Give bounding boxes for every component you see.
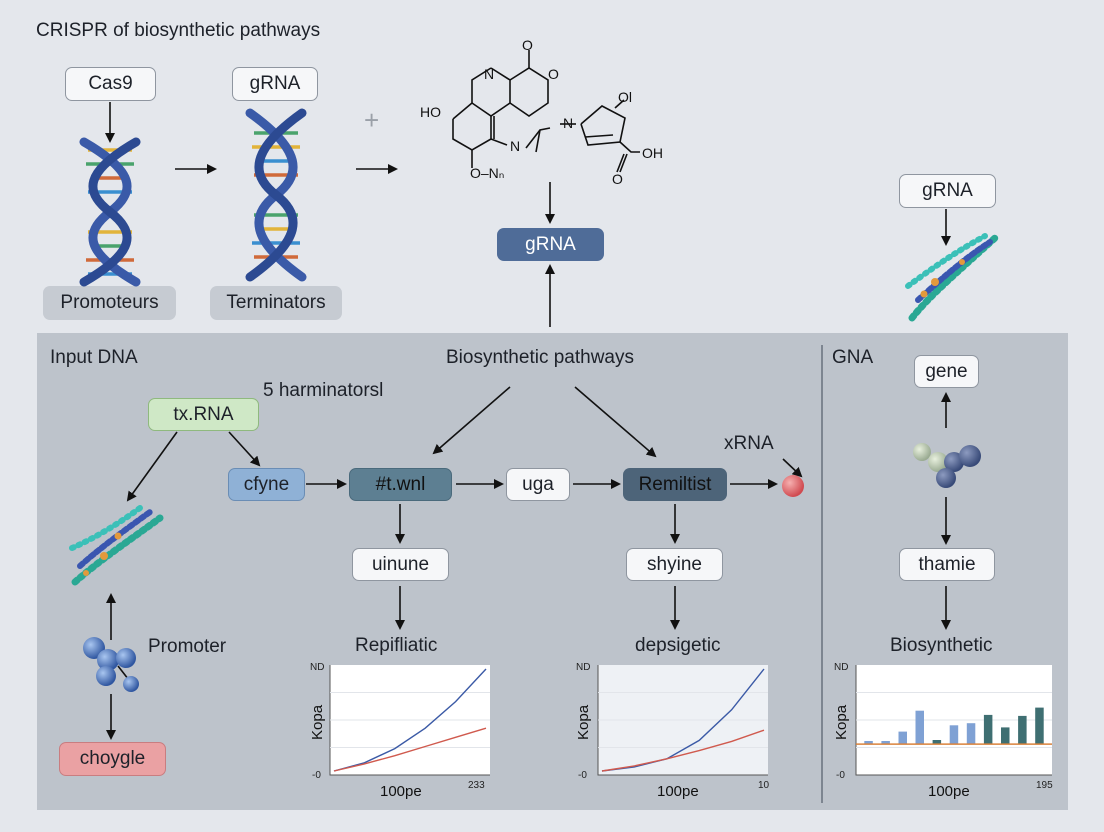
chart1-ytick-top: ND bbox=[576, 662, 590, 673]
chart1-axes bbox=[597, 665, 768, 776]
remiltist-box: Remiltist bbox=[623, 468, 727, 501]
atom-n2: N bbox=[510, 138, 520, 154]
arrow-xrna-sphere bbox=[782, 458, 803, 478]
rna-strand-right-icon bbox=[905, 233, 999, 322]
rna-strand-left-icon bbox=[69, 505, 164, 586]
molecule-structure-icon bbox=[452, 50, 640, 173]
twnl-box: #t.wnl bbox=[349, 468, 452, 501]
atom-n3: N bbox=[563, 115, 573, 131]
thamie-box: thamie bbox=[899, 548, 995, 581]
cas9-box: Cas9 bbox=[65, 67, 156, 101]
chart0-series-0-line bbox=[333, 668, 487, 772]
protein-cluster-icon bbox=[83, 637, 139, 692]
chart2-ylabel: Kopa bbox=[833, 704, 850, 740]
atom-o-bot: O bbox=[612, 171, 623, 187]
uinune-box: uinune bbox=[352, 548, 449, 581]
harminators-label: 5 harminatorsl bbox=[263, 380, 384, 401]
depsigetic-label: depsigetic bbox=[635, 635, 721, 656]
chart2-bar-5 bbox=[949, 725, 959, 745]
molecule-spheres-icon bbox=[913, 443, 981, 488]
chart2-bar-3 bbox=[915, 710, 924, 745]
arrow-txrna-dna bbox=[126, 431, 178, 502]
promoters-box: Promoteurs bbox=[43, 286, 176, 320]
chart2-bar-6 bbox=[966, 723, 976, 745]
gene-box: gene bbox=[914, 355, 979, 388]
chart2-xtick-right: 195 bbox=[1036, 780, 1053, 791]
shyine-box: shyine bbox=[626, 548, 723, 581]
grna-right-box: gRNA bbox=[899, 174, 996, 208]
chart2-ytick-top: ND bbox=[834, 662, 848, 673]
red-sphere-icon bbox=[782, 475, 804, 497]
chart2-bar-10 bbox=[1035, 707, 1044, 745]
terminators-box: Terminators bbox=[210, 286, 342, 320]
gna-label: GNA bbox=[832, 347, 874, 368]
chart1-xlabel: 100pe bbox=[657, 783, 699, 800]
plus-sign: + bbox=[364, 105, 380, 135]
chart2-bar-7 bbox=[983, 714, 993, 745]
choygle-box: choygle bbox=[59, 742, 166, 776]
chart1-series-1-line bbox=[601, 729, 765, 772]
molecule-labels: HO N N O O N Ol OH O O–Nₙ bbox=[420, 37, 663, 187]
chart2-bar-2 bbox=[898, 731, 907, 745]
chart-right bbox=[855, 665, 1052, 776]
dna-helix-left-icon bbox=[79, 137, 141, 287]
arrow-pathway-remiltist bbox=[574, 386, 657, 458]
atom-ooh: OH bbox=[642, 145, 663, 161]
chart1-ylabel: Kopa bbox=[575, 704, 592, 740]
chart2-ytick-bottom: -0 bbox=[836, 770, 845, 781]
txrna-box: tx.RNA bbox=[148, 398, 259, 431]
input-dna-label: Input DNA bbox=[50, 347, 138, 368]
chart2-bar-4 bbox=[932, 740, 942, 745]
cfyne-box: cfyne bbox=[228, 468, 305, 501]
repifliatic-label: Repifliatic bbox=[355, 635, 438, 656]
chart1-ytick-bottom: -0 bbox=[578, 770, 587, 781]
chart2-bar-0 bbox=[864, 741, 873, 745]
dna-helix-right-icon bbox=[245, 108, 307, 282]
chart0-series-1-line bbox=[333, 727, 487, 772]
panel-divider bbox=[821, 345, 823, 803]
atom-o-top: O bbox=[522, 37, 533, 53]
chart0-axes bbox=[329, 665, 490, 776]
chart2-xlabel: 100pe bbox=[928, 783, 970, 800]
chart1-xtick-right: 10 bbox=[758, 780, 770, 791]
chart-middle bbox=[597, 665, 768, 776]
chart0-ytick-bottom: -0 bbox=[312, 770, 321, 781]
chart2-bar-8 bbox=[1001, 727, 1010, 745]
promoter-label: Promoter bbox=[148, 636, 227, 657]
atom-o-side: O bbox=[548, 66, 559, 82]
arrow-txrna-cfyne bbox=[228, 431, 261, 467]
atom-on: O–Nₙ bbox=[470, 165, 504, 181]
chart2-bar-1 bbox=[881, 741, 890, 745]
chart2-bar-9 bbox=[1018, 715, 1027, 745]
uga-box: uga bbox=[506, 468, 570, 501]
atom-ol: Ol bbox=[618, 89, 632, 105]
atom-n1: N bbox=[484, 66, 494, 82]
chart0-xtick-right: 233 bbox=[468, 780, 485, 791]
chart0-xlabel: 100pe bbox=[380, 783, 422, 800]
diagram-title: CRISPR of biosynthetic pathways bbox=[36, 20, 321, 41]
chart-left bbox=[329, 665, 490, 776]
chart0-ytick-top: ND bbox=[310, 662, 324, 673]
chart0-ylabel: Kopa bbox=[309, 704, 326, 740]
chart2-axes bbox=[855, 665, 1052, 776]
biosynthetic-pathways-label: Biosynthetic pathways bbox=[446, 347, 634, 368]
atom-ho: HO bbox=[420, 104, 441, 120]
grna-top-box: gRNA bbox=[232, 67, 318, 101]
arrow-pathway-twnl bbox=[432, 386, 511, 455]
biosynthetic-label: Biosynthetic bbox=[890, 635, 993, 656]
grna-center-box: gRNA bbox=[497, 228, 604, 261]
xrna-label: xRNA bbox=[724, 433, 774, 454]
chart1-series-0-line bbox=[601, 668, 765, 772]
